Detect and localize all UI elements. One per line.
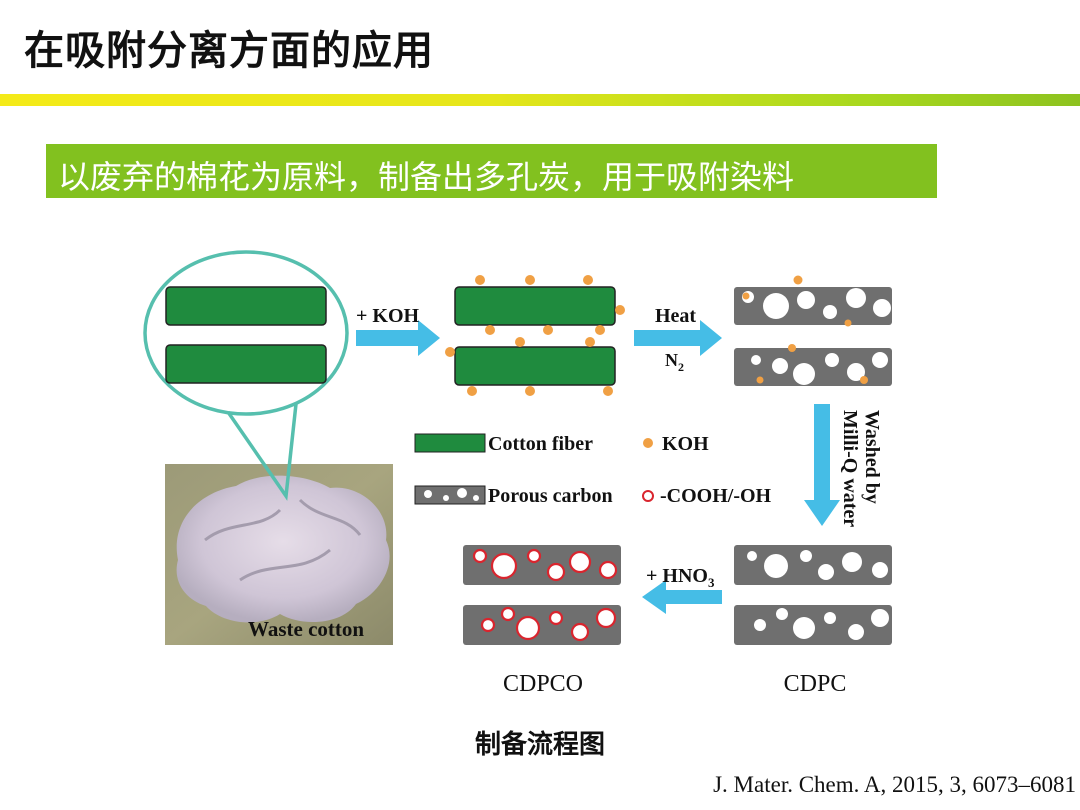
washed-label-line1: Washed by [861,410,883,504]
legend-cotton-fiber-swatch [414,433,486,453]
waste-cotton-photo: Waste cotton [165,464,393,645]
cotton-fiber-bar [165,286,327,326]
hno3-arrow: + HNO3 [642,565,722,614]
legend-cooh-oh-ring [642,490,654,502]
slide-title: 在吸附分离方面的应用 [24,28,434,74]
legend-cotton-fiber-label: Cotton fiber [488,433,593,455]
product-cdpco-label: CDPCO [503,671,583,697]
subtitle-banner: 以废弃的棉花为原料，制备出多孔炭，用于吸附染料 [46,144,937,198]
washed-label-line2: Milli-Q water [839,410,861,527]
cdpc-porous-carbon [734,545,892,645]
product-cdpc-label: CDPC [784,671,847,697]
citation: J. Mater. Chem. A, 2015, 3, 6073–6081 [713,772,1076,797]
heat-step-label: Heat [655,305,696,327]
legend-koh-dot [643,438,653,448]
figure-caption: 制备流程图 [474,730,605,760]
koh-step-label: + KOH [356,305,420,327]
washed-arrow: Washed by Milli-Q water [804,404,883,527]
cdpco-porous-carbon [463,545,621,645]
waste-cotton-label: Waste cotton [248,617,364,641]
magnify-callout [143,250,349,501]
title-underline-bar [0,94,1080,106]
legend-porous-carbon-swatch [414,485,486,505]
hno3-step-label: + HNO3 [646,565,715,590]
subtitle-text: 以废弃的棉花为原料，制备出多孔炭，用于吸附染料 [58,158,795,196]
legend: Cotton fiber KOH Porous carbon -COOH/-OH [414,433,772,507]
legend-porous-carbon-label: Porous carbon [488,485,613,507]
koh-arrow: + KOH [356,305,440,356]
legend-cooh-oh-label: -COOH/-OH [660,485,772,507]
legend-koh-label: KOH [662,433,709,455]
fibers-with-koh [445,275,625,396]
heat-arrow: Heat N2 [634,305,722,374]
porous-carbon-with-koh [734,275,892,386]
n2-label: N2 [665,350,684,374]
cotton-fiber-bar [165,344,327,384]
